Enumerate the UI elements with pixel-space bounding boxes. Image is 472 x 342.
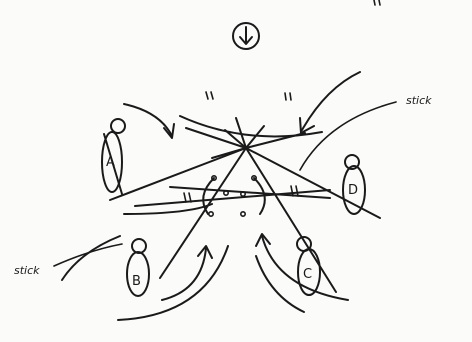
stick-annotation-right: stick: [406, 94, 432, 107]
figure-d-label: D: [348, 183, 358, 198]
figure-a: A: [102, 119, 125, 194]
double-tick-left: [184, 193, 191, 202]
figure-c: C: [297, 237, 320, 295]
figure-b-label: B: [132, 274, 141, 289]
crossing-line-left: [135, 190, 330, 206]
figure-a-label: A: [106, 155, 115, 170]
figure-b: B: [127, 239, 149, 296]
figure-c-label: C: [303, 267, 312, 282]
double-tick-top-right: [285, 93, 291, 100]
corner-tick-mark: [374, 0, 380, 5]
stick-annotation-left: stick: [14, 264, 40, 277]
stick-pointer-left: [54, 244, 122, 266]
double-tick-top-left: [206, 92, 213, 99]
circled-down-arrow-icon: [233, 23, 259, 49]
double-tick-right: [291, 186, 298, 196]
